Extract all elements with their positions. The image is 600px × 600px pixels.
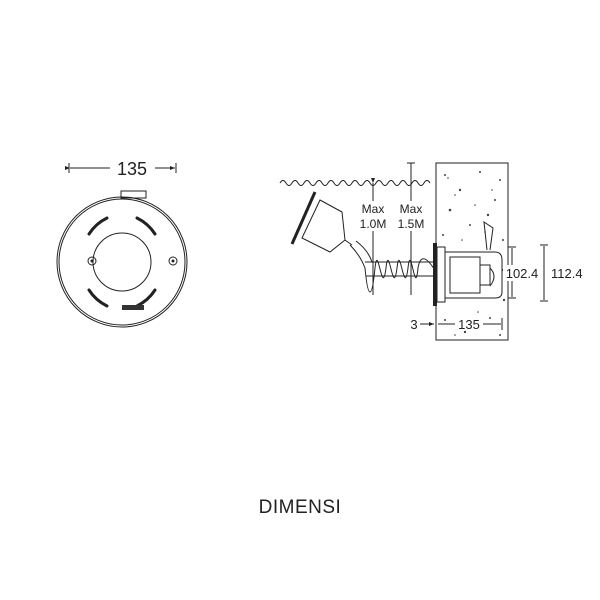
- tilted-fixture: [290, 191, 373, 269]
- max-depth-1-label: Max: [362, 202, 385, 216]
- width-label: 135: [117, 159, 147, 179]
- flange-label: 3: [410, 317, 417, 332]
- height-dimensions: 102.4 112.4: [503, 244, 583, 302]
- water-surface: [279, 180, 431, 186]
- outer-height-label: 112.4: [551, 266, 583, 281]
- cable-coil: [364, 258, 437, 293]
- depth-dimension: 3 135: [410, 317, 503, 332]
- outer-ring-inner: [58, 198, 186, 326]
- lens: [92, 232, 152, 292]
- slots: [87, 216, 157, 308]
- depth-label: 135: [458, 317, 480, 332]
- outer-ring: [56, 196, 188, 328]
- width-dimension: 135: [65, 159, 177, 179]
- front-view: 135: [56, 159, 188, 328]
- side-view: Max 1.0M Max 1.5M 102.4 112.4 3 135: [279, 162, 583, 341]
- wall: [435, 162, 509, 341]
- brand-plate: [122, 305, 144, 310]
- depth-indicators: Max 1.0M Max 1.5M: [357, 162, 427, 295]
- max-depth-2-value: 1.5M: [398, 217, 425, 231]
- inner-height-label: 102.4: [506, 266, 539, 281]
- installed-fixture: [433, 220, 503, 306]
- screw-icon: [168, 256, 178, 266]
- max-depth-1-value: 1.0M: [360, 217, 387, 231]
- caption: DIMENSI: [258, 497, 342, 518]
- screw-icon: [87, 256, 97, 266]
- max-depth-2-label: Max: [400, 202, 423, 216]
